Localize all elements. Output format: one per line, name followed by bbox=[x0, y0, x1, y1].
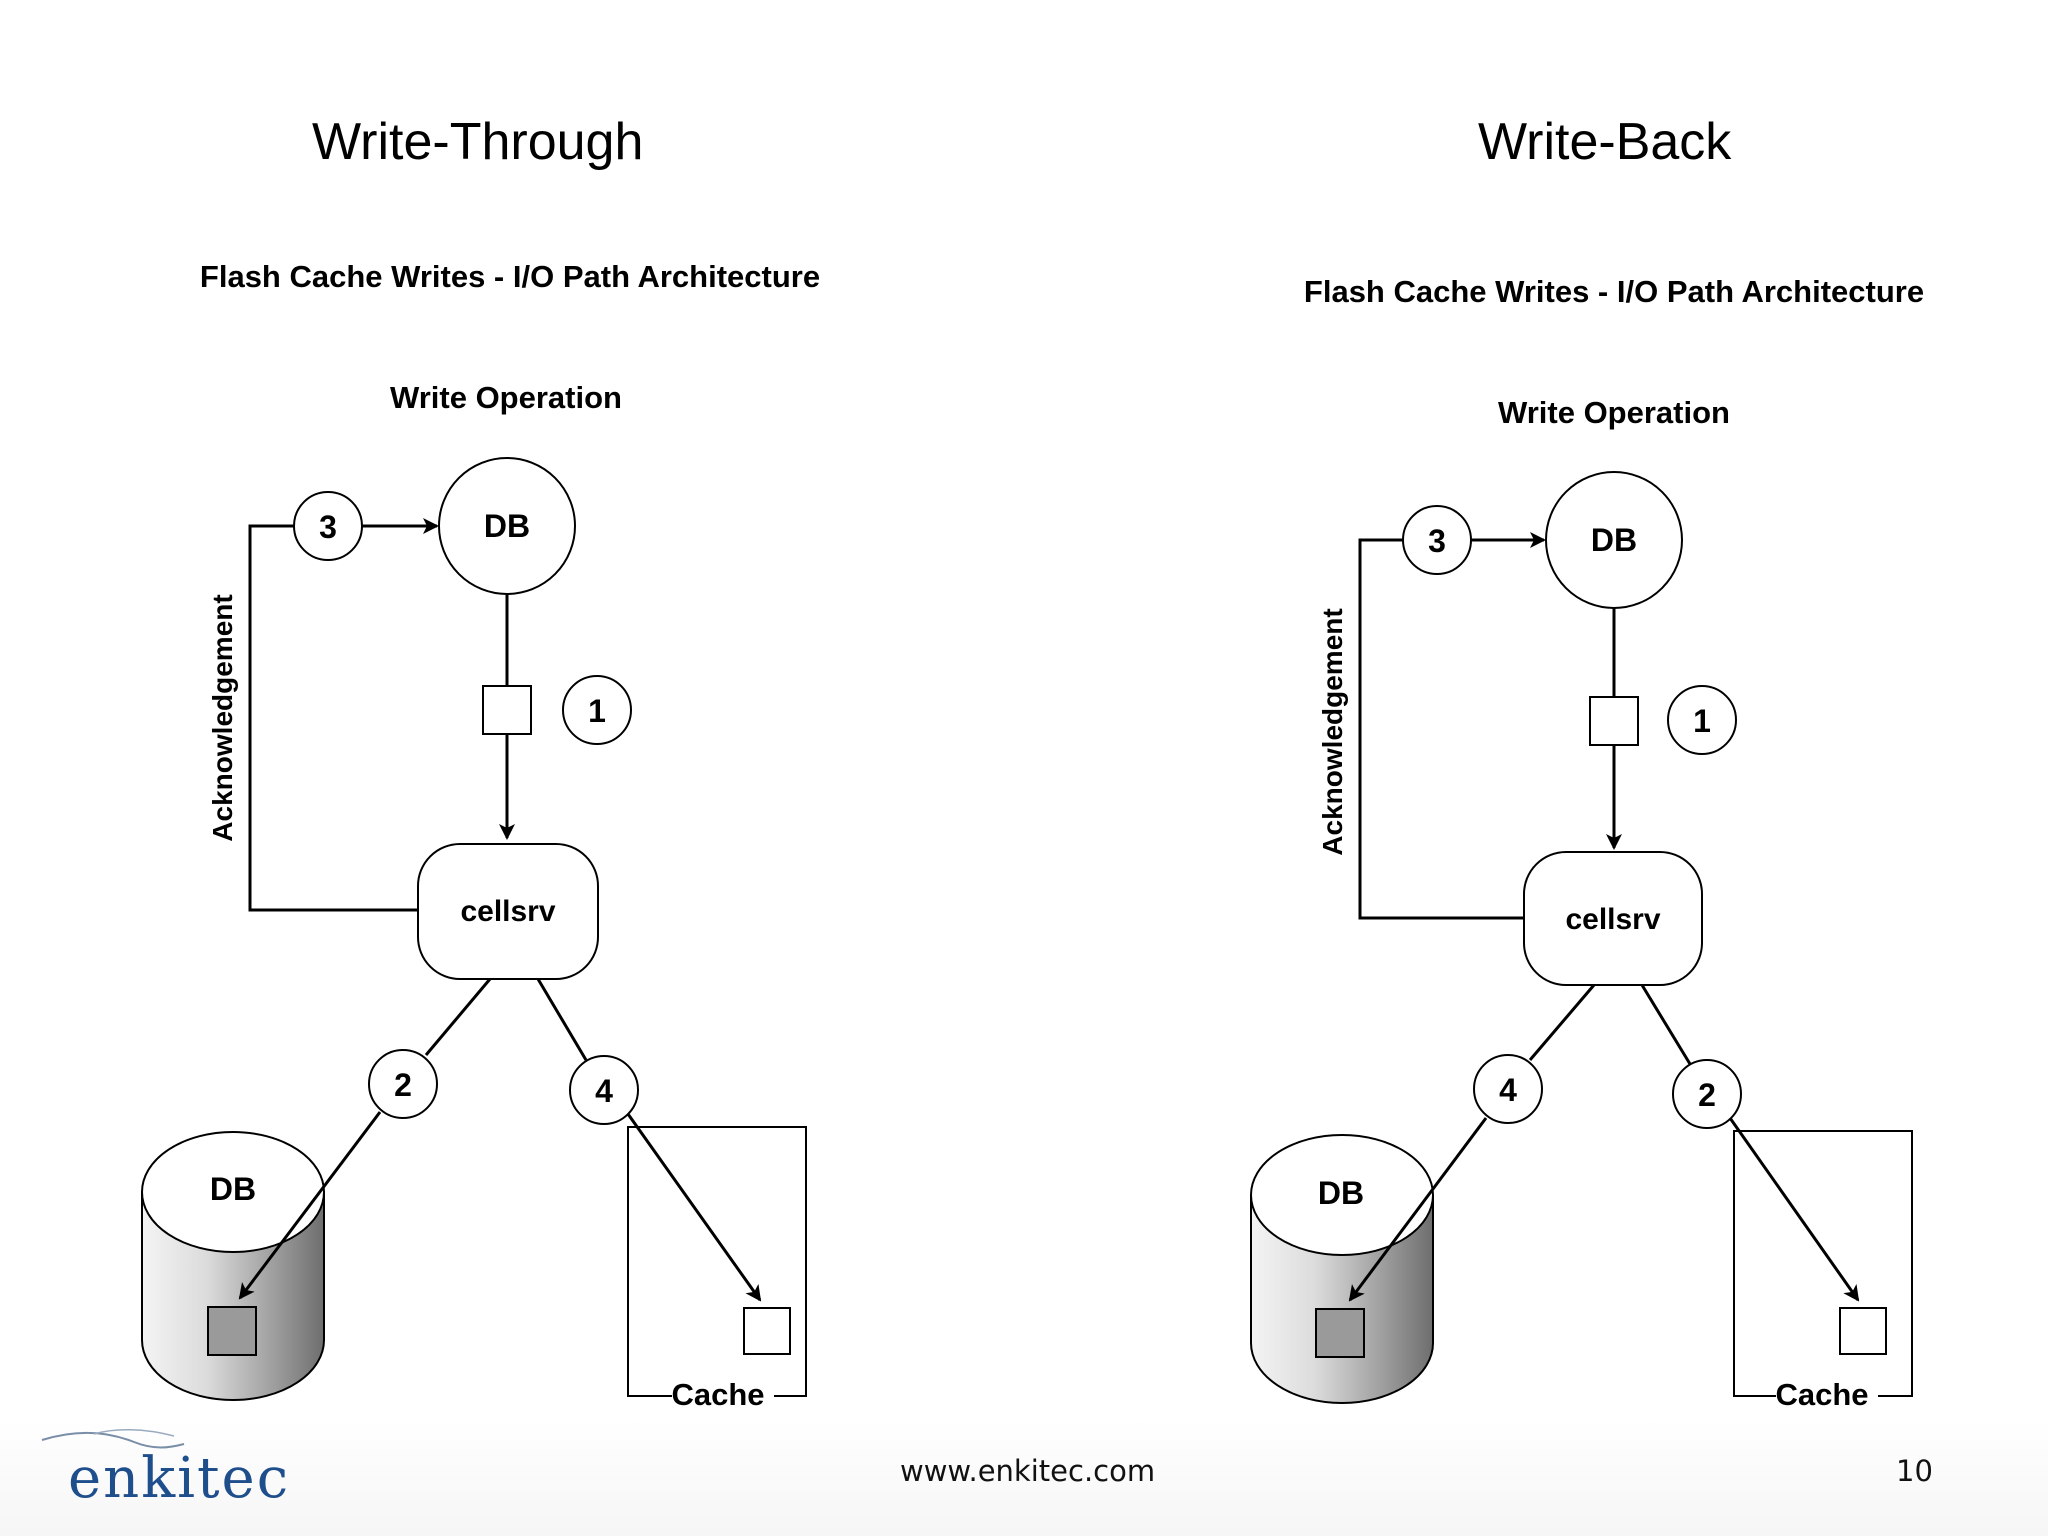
wb-db-node-label: DB bbox=[1591, 522, 1637, 558]
wt-step-2-label: 2 bbox=[394, 1067, 412, 1103]
wt-cache-arrow bbox=[626, 1113, 762, 1302]
wt-cellsrv-node bbox=[417, 843, 599, 980]
wb-title: Flash Cache Writes - I/O Path Architectu… bbox=[1304, 274, 1924, 309]
enkitec-logo-icon bbox=[41, 1429, 185, 1449]
wb-step-4-badge bbox=[1473, 1054, 1543, 1124]
wt-db-node-label: DB bbox=[484, 508, 530, 544]
logo-text: enkitec bbox=[68, 1446, 291, 1511]
wt-side-label: Acknowledgement bbox=[207, 594, 238, 841]
wt-db-disk bbox=[141, 1131, 325, 1401]
wb-cache-box bbox=[1733, 1130, 1913, 1397]
wb-step-4-label: 4 bbox=[1499, 1072, 1517, 1108]
wb-step-2-badge bbox=[1672, 1059, 1742, 1129]
wb-cellsrv-label: cellsrv bbox=[1565, 903, 1660, 936]
wt-cellsrv-label: cellsrv bbox=[460, 895, 555, 928]
footer-url[interactable]: www.enkitec.com bbox=[900, 1454, 1156, 1488]
wb-branch-disk-top bbox=[1528, 984, 1596, 1061]
wt-disk-label: DB bbox=[210, 1171, 256, 1207]
wb-cellsrv-node bbox=[1523, 851, 1703, 986]
write-through-heading: Write-Through bbox=[312, 113, 644, 171]
wb-branch-cache-top bbox=[1640, 984, 1692, 1065]
wt-branch-cache-top bbox=[536, 978, 588, 1061]
write-back-diagram: Flash Cache Writes - I/O Path Architectu… bbox=[1250, 274, 1924, 1412]
wt-data-block bbox=[482, 685, 532, 735]
wt-step-2-badge bbox=[368, 1049, 438, 1119]
wt-cache-block bbox=[743, 1307, 791, 1355]
wb-ack-path bbox=[1358, 538, 1524, 920]
wt-step-4-badge bbox=[569, 1055, 639, 1125]
wt-cache-label-bg bbox=[672, 1380, 774, 1412]
page-number: 10 bbox=[1896, 1454, 1933, 1488]
wt-branch-disk-top bbox=[424, 978, 492, 1056]
wb-data-block bbox=[1589, 696, 1639, 746]
wb-cache-label-bg bbox=[1776, 1380, 1878, 1412]
footer-bar bbox=[0, 1418, 2048, 1536]
wt-ack-path bbox=[248, 524, 418, 912]
wb-step-3-label: 3 bbox=[1428, 523, 1446, 559]
wb-disk-label: DB bbox=[1318, 1175, 1364, 1211]
wb-disk-block bbox=[1315, 1308, 1365, 1358]
wt-step-4-label: 4 bbox=[595, 1073, 613, 1109]
wt-disk-arrow bbox=[238, 1111, 382, 1300]
wt-step-1-label: 1 bbox=[588, 693, 606, 729]
wb-db-disk bbox=[1250, 1134, 1434, 1404]
wt-cache-label: Cache bbox=[671, 1377, 764, 1412]
wt-step-1-badge bbox=[562, 675, 632, 745]
wb-cache-label: Cache bbox=[1775, 1377, 1868, 1412]
wb-step-2-label: 2 bbox=[1698, 1077, 1716, 1113]
wb-cache-block bbox=[1839, 1307, 1887, 1355]
wb-disk-arrow bbox=[1348, 1117, 1488, 1302]
wb-step-1-label: 1 bbox=[1693, 703, 1711, 739]
wt-cache-box bbox=[627, 1126, 807, 1397]
write-back-heading: Write-Back bbox=[1478, 113, 1732, 171]
wt-disk-block bbox=[207, 1306, 257, 1356]
wb-subtitle: Write Operation bbox=[1498, 395, 1730, 430]
wt-step-3-label: 3 bbox=[319, 509, 337, 545]
wb-cache-arrow bbox=[1728, 1117, 1860, 1302]
write-through-diagram: Flash Cache Writes - I/O Path Architectu… bbox=[141, 259, 820, 1412]
wb-side-label: Acknowledgement bbox=[1317, 608, 1348, 855]
wt-title: Flash Cache Writes - I/O Path Architectu… bbox=[200, 259, 820, 294]
wt-subtitle: Write Operation bbox=[390, 380, 622, 415]
wb-step-1-badge bbox=[1667, 685, 1737, 755]
